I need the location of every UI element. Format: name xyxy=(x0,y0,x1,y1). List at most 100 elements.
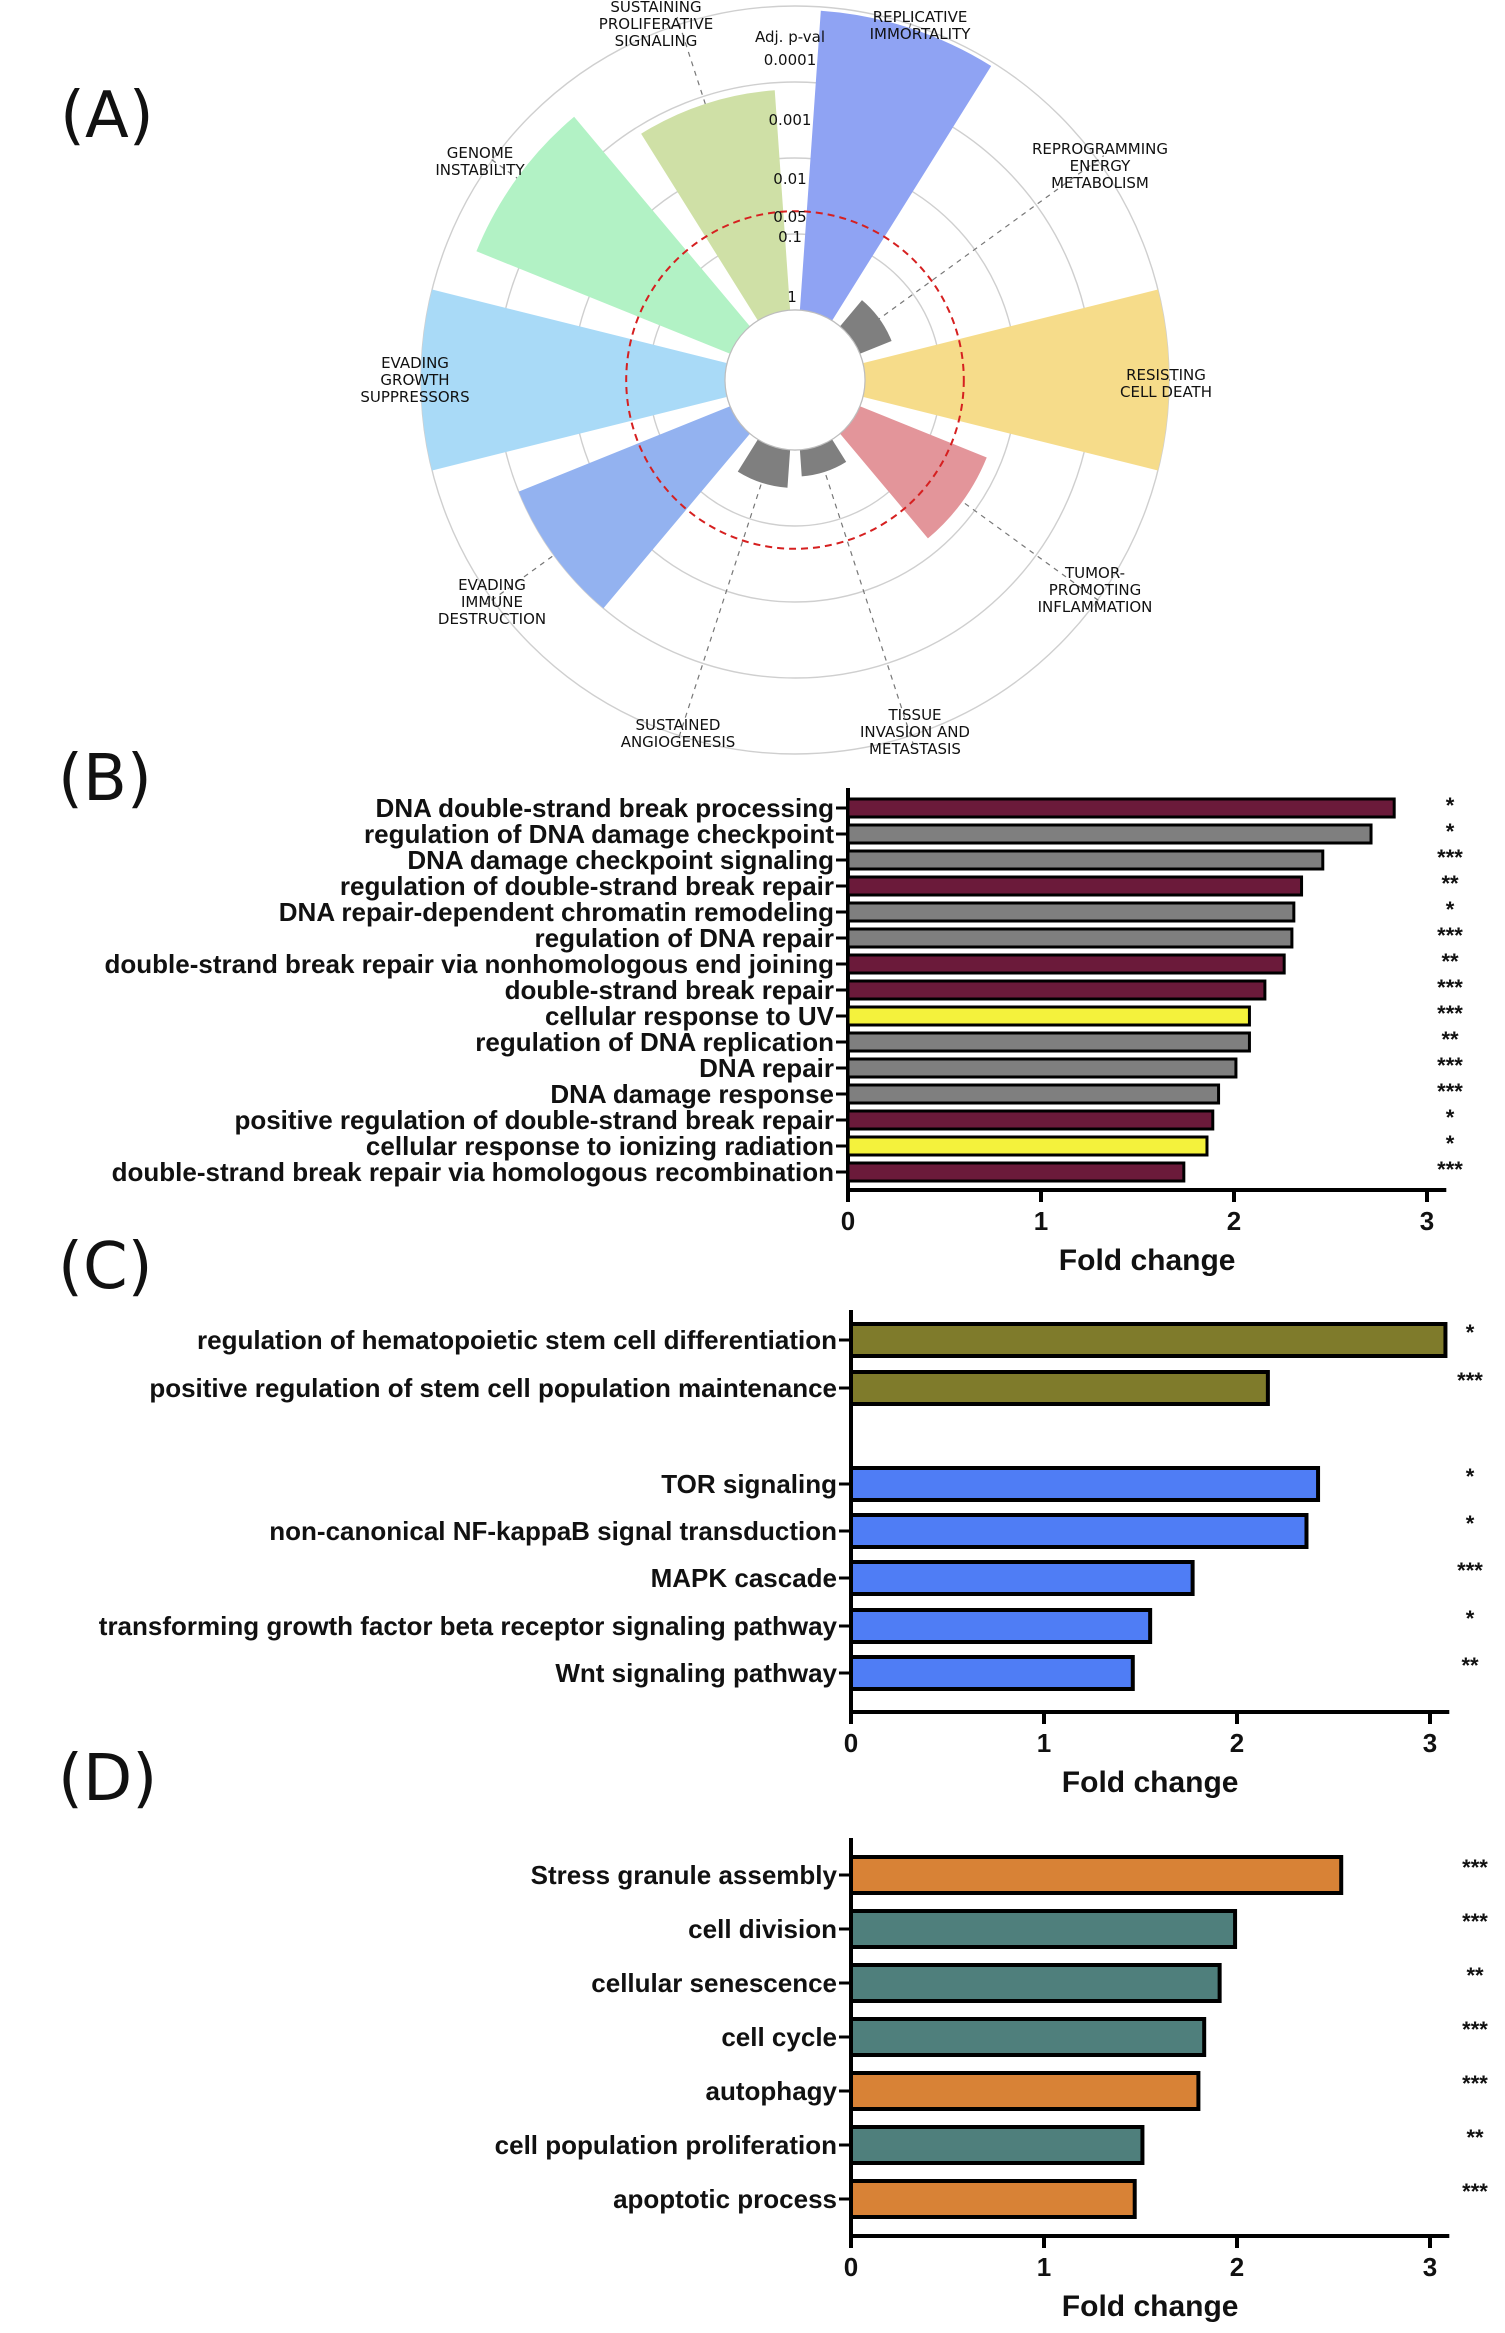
significance-label: ** xyxy=(1441,949,1459,974)
bar xyxy=(849,1370,1270,1406)
significance-label: *** xyxy=(1437,923,1463,948)
bar xyxy=(846,1135,1209,1157)
radial-category-label: INSTABILITY xyxy=(435,161,525,179)
x-tick-label: 2 xyxy=(1227,1206,1241,1236)
significance-label: * xyxy=(1446,1105,1455,1130)
bar xyxy=(849,1560,1195,1596)
significance-label: *** xyxy=(1437,845,1463,870)
bar xyxy=(846,1083,1221,1105)
bar-label: double-strand break repair xyxy=(505,975,834,1005)
bar xyxy=(846,979,1267,1001)
significance-label: *** xyxy=(1462,1855,1488,1880)
bar-label: double-strand break repair via homologou… xyxy=(112,1157,834,1187)
radial-category-label: CELL DEATH xyxy=(1120,383,1212,401)
bar-label: DNA damage checkpoint signaling xyxy=(407,845,834,875)
radial-category-label: REPROGRAMMING xyxy=(1032,140,1168,158)
x-tick-label: 0 xyxy=(844,2252,858,2282)
bar-label: cellular senescence xyxy=(591,1968,837,1998)
x-tick-label: 0 xyxy=(841,1206,855,1236)
significance-label: *** xyxy=(1437,975,1463,1000)
radial-tick-label: 0.001 xyxy=(769,111,812,129)
bar xyxy=(846,927,1294,949)
radial-tick-label: 0.1 xyxy=(778,228,802,246)
radial-category-label: SUSTAINED xyxy=(636,716,721,734)
radial-category-label: PROMOTING xyxy=(1049,581,1141,599)
significance-label: * xyxy=(1466,1606,1475,1631)
radial-category-label: INVASION AND xyxy=(860,723,970,741)
radial-bar xyxy=(840,406,987,539)
x-tick-label: 2 xyxy=(1230,2252,1244,2282)
radial-bar xyxy=(518,406,750,609)
bar xyxy=(846,901,1296,923)
significance-label: * xyxy=(1466,1320,1475,1345)
radial-tick-label: 0.01 xyxy=(773,170,806,188)
significance-label: * xyxy=(1446,793,1455,818)
significance-label: *** xyxy=(1437,1157,1463,1182)
panel-a-label: (A) xyxy=(60,79,154,153)
x-axis-title: Fold change xyxy=(1059,1244,1236,1277)
significance-label: *** xyxy=(1457,1368,1483,1393)
x-tick-label: 1 xyxy=(1037,2252,1051,2282)
radial-category-label: METABOLISM xyxy=(1051,174,1149,192)
radial-bar xyxy=(737,439,791,488)
bar-label: Stress granule assembly xyxy=(531,1860,838,1890)
x-tick-label: 0 xyxy=(844,1728,858,1758)
radial-center-hole xyxy=(724,309,866,451)
significance-label: * xyxy=(1446,897,1455,922)
bar xyxy=(846,1057,1238,1079)
radial-category-label: ENERGY xyxy=(1070,157,1131,175)
x-tick-label: 3 xyxy=(1420,1206,1434,1236)
x-tick-label: 1 xyxy=(1034,1206,1048,1236)
panel-a-radial-chart: (A)Adj. p-val0.00010.0010.010.050.11REPL… xyxy=(60,0,1212,758)
bar-label: double-strand break repair via nonhomolo… xyxy=(105,949,835,979)
bar-label: regulation of double-strand break repair xyxy=(340,871,834,901)
x-tick-label: 2 xyxy=(1230,1728,1244,1758)
significance-label: ** xyxy=(1441,871,1459,896)
bar-label: DNA damage response xyxy=(550,1079,834,1109)
bar-label: cellular response to UV xyxy=(545,1001,835,1031)
bar-label: regulation of DNA repair xyxy=(534,923,834,953)
radial-spoke xyxy=(676,446,774,744)
significance-label: ** xyxy=(1466,2125,1484,2150)
bar-label: TOR signaling xyxy=(661,1469,837,1499)
radial-tick-label: 1 xyxy=(787,288,797,306)
radial-category-label: DESTRUCTION xyxy=(438,610,546,628)
bar xyxy=(849,1608,1153,1644)
significance-label: *** xyxy=(1462,2179,1488,2204)
radial-tick-label: 0.0001 xyxy=(764,51,817,69)
bar-label: non-canonical NF-kappaB signal transduct… xyxy=(269,1516,837,1546)
x-axis-title: Fold change xyxy=(1062,1766,1239,1799)
radial-category-label: SUSTAINING xyxy=(610,0,701,16)
radial-category-label: SIGNALING xyxy=(615,32,698,50)
radial-category-label: RESISTING xyxy=(1126,366,1206,384)
radial-category-label: IMMUNE xyxy=(461,593,523,611)
bar xyxy=(849,1655,1135,1691)
bar xyxy=(846,849,1325,871)
radial-category-label: INFLAMMATION xyxy=(1038,598,1153,616)
bar-label: cell division xyxy=(688,1914,837,1944)
bar xyxy=(849,2179,1137,2219)
bar xyxy=(846,1161,1186,1183)
radial-category-label: TUMOR- xyxy=(1064,564,1125,582)
bar xyxy=(849,1466,1321,1502)
threshold-circle xyxy=(625,210,965,550)
bar-label: MAPK cascade xyxy=(651,1563,837,1593)
bar-label: transforming growth factor beta receptor… xyxy=(99,1611,838,1641)
radial-spoke xyxy=(851,155,1105,340)
bar-label: positive regulation of double-strand bre… xyxy=(234,1105,834,1135)
radial-bar xyxy=(641,90,791,321)
bar-label: cellular response to ionizing radiation xyxy=(366,1131,834,1161)
significance-label: * xyxy=(1446,819,1455,844)
bar-label: autophagy xyxy=(706,2076,838,2106)
bar-label: apoptotic process xyxy=(613,2184,837,2214)
radial-category-label: EVADING xyxy=(458,576,526,594)
significance-label: * xyxy=(1466,1464,1475,1489)
radial-category-label: GROWTH xyxy=(380,371,449,389)
x-tick-label: 1 xyxy=(1037,1728,1051,1758)
radial-bar xyxy=(421,289,728,471)
bar xyxy=(849,1909,1238,1949)
radial-category-label: SUPPRESSORS xyxy=(360,388,469,406)
